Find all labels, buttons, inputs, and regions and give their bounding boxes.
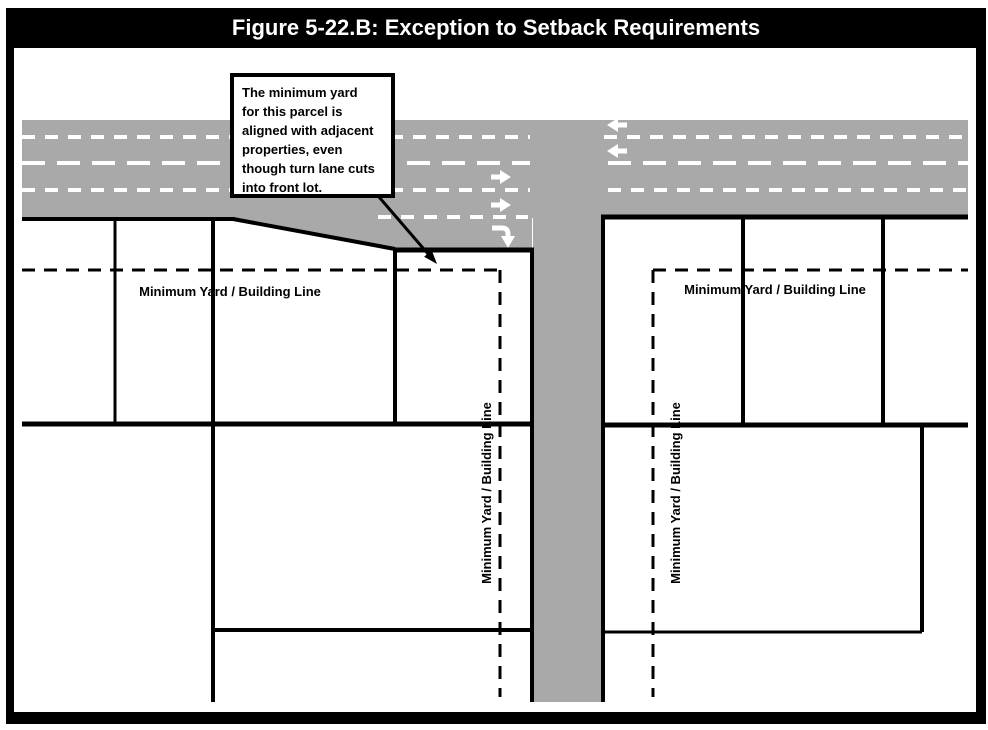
callout-line: aligned with adjacent	[242, 123, 374, 138]
left-arrow-icon	[607, 144, 627, 158]
callout-line: for this parcel is	[242, 104, 343, 119]
callout-line: The minimum yard	[242, 85, 358, 100]
min-yard-label-right-side: Minimum Yard / Building Line	[668, 402, 683, 584]
callout-box: The minimum yard for this parcel is alig…	[230, 73, 395, 198]
leader-arrow-line	[377, 196, 431, 256]
turn-lane-pocket	[233, 218, 532, 250]
right-arrow-icon	[491, 198, 511, 212]
left-arrow-icon	[607, 118, 627, 132]
min-yard-label-left-front: Minimum Yard / Building Line	[139, 284, 321, 299]
figure-title: Figure 5-22.B: Exception to Setback Requ…	[231, 15, 761, 40]
callout-line: properties, even	[242, 142, 343, 157]
vertical-road	[533, 218, 603, 702]
leader-arrow-icon	[424, 250, 437, 264]
min-yard-label-left-side: Minimum Yard / Building Line	[479, 402, 494, 584]
right-turn-down-arrow-head	[501, 236, 515, 248]
min-yard-label-right-front: Minimum Yard / Building Line	[684, 282, 866, 297]
callout-line: though turn lane cuts	[242, 161, 375, 176]
frame-right-border	[976, 48, 986, 724]
right-turn-down-arrow-icon	[492, 225, 511, 237]
turn-lane-cut-diagonal	[232, 217, 396, 251]
frame-bottom-border	[6, 712, 986, 724]
callout-line: into front lot.	[242, 180, 323, 195]
figure-title-bar: Figure 5-22.B: Exception to Setback Requ…	[6, 8, 986, 48]
right-arrow-icon	[491, 170, 511, 184]
frame-left-border	[6, 48, 14, 724]
